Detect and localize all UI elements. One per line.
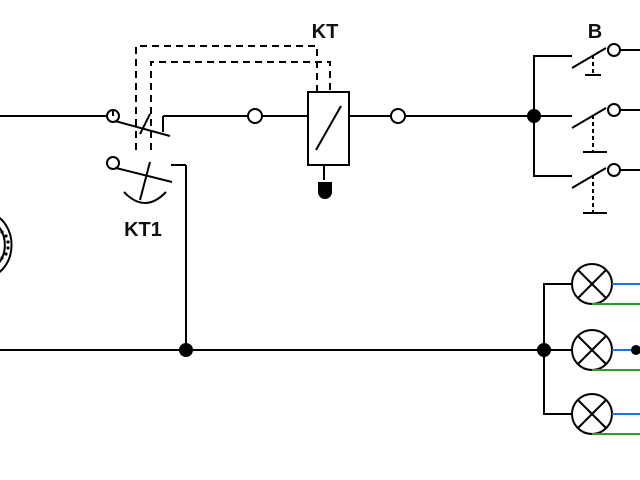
lamp-icon — [571, 263, 613, 305]
terminal-icon — [607, 43, 621, 57]
mechanical-link — [135, 45, 331, 150]
junction-icon — [179, 343, 193, 357]
terminal-icon — [106, 156, 120, 170]
terminal-icon — [247, 108, 263, 124]
lamp-icon — [571, 329, 613, 371]
switch-icon — [115, 167, 173, 183]
terminal-icon — [607, 163, 621, 177]
relay-label: KT — [312, 21, 339, 43]
terminal-icon — [390, 108, 406, 124]
lamp-output-wires — [592, 283, 640, 435]
terminal-icon — [607, 103, 621, 117]
switch-icon — [571, 47, 607, 69]
contact-group-label: KT1 — [124, 219, 162, 241]
lamp-group — [179, 263, 640, 435]
time-delay-arc-icon — [123, 191, 167, 204]
lamp-icon — [571, 393, 613, 435]
kt1-contact-group — [106, 109, 187, 350]
switch-icon — [571, 107, 607, 129]
switch-icon — [571, 167, 607, 189]
junction-icon — [631, 345, 640, 355]
coil-base-icon — [318, 182, 332, 199]
kt-relay — [247, 91, 406, 199]
left-device-icon — [0, 217, 13, 273]
switch-block — [527, 43, 640, 214]
switch-block-label: B — [588, 21, 602, 43]
